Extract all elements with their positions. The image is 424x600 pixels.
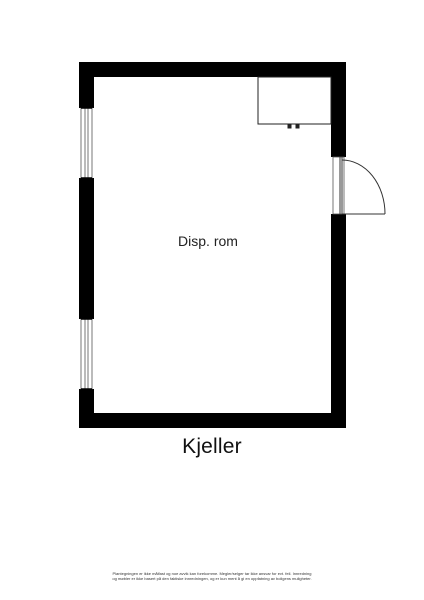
floor-label: Kjeller bbox=[182, 435, 242, 458]
window-left-lower bbox=[80, 318, 93, 390]
cabinet bbox=[257, 76, 332, 129]
wall-right-lower bbox=[331, 214, 346, 428]
wall-left-upper bbox=[79, 62, 94, 108]
wall-bottom bbox=[79, 413, 346, 428]
door-swing-arc bbox=[341, 159, 386, 215]
wall-left-middle bbox=[79, 178, 94, 319]
walls bbox=[79, 62, 346, 428]
door-frame bbox=[332, 156, 345, 215]
disclaimer: Plantegningen er ikke målfast og noe avv… bbox=[92, 571, 332, 581]
wall-top bbox=[79, 62, 346, 77]
wall-right-upper bbox=[331, 62, 346, 157]
door-right bbox=[332, 156, 386, 215]
disclaimer-line-2: og møbler er ikke basert på den faktiske… bbox=[112, 576, 312, 581]
wall-left-lower bbox=[79, 389, 94, 428]
window-left-upper bbox=[80, 107, 93, 179]
disclaimer-line-1: Plantegningen er ikke målfast og noe avv… bbox=[112, 571, 312, 576]
room-label: Disp. rom bbox=[178, 233, 238, 249]
